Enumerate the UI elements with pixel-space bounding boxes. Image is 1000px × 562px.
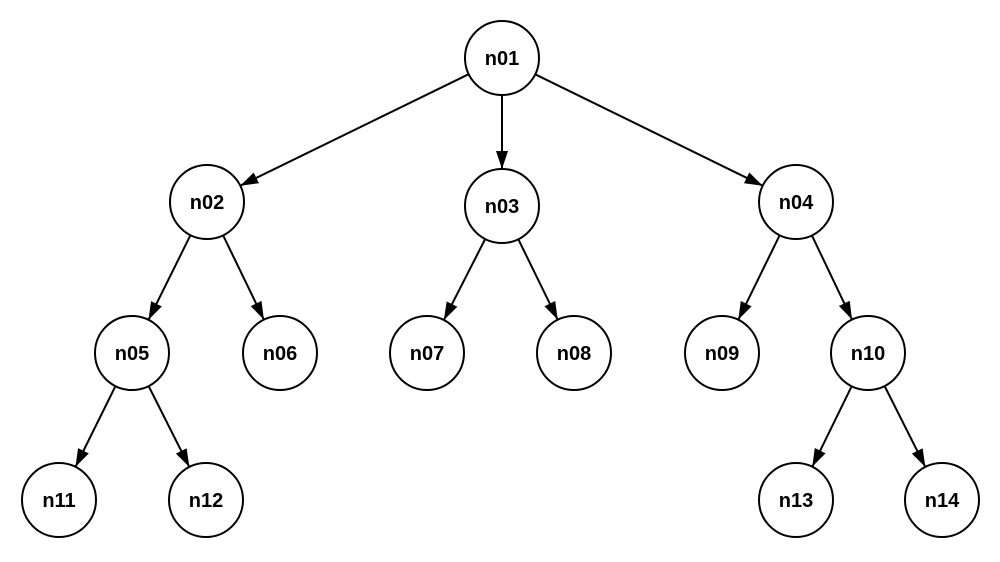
tree-node-n05: n05 — [94, 315, 170, 391]
tree-edge-n04-n09 — [737, 234, 781, 320]
tree-node-label-n03: n03 — [485, 196, 519, 218]
tree-node-n04: n04 — [758, 164, 834, 240]
tree-node-circle-n06 — [242, 315, 318, 391]
tree-node-label-n05: n05 — [115, 343, 149, 365]
tree-node-label-n13: n13 — [779, 490, 813, 512]
tree-edge-n10-n14 — [883, 385, 926, 467]
tree-edge-n01-n04 — [534, 73, 763, 187]
tree-node-n03: n03 — [464, 168, 540, 244]
tree-node-n09: n09 — [684, 315, 760, 391]
tree-node-n07: n07 — [389, 315, 465, 391]
tree-node-circle-n02 — [169, 164, 245, 240]
tree-edge-n01-n02 — [240, 73, 470, 187]
tree-node-n13: n13 — [758, 462, 834, 538]
tree-node-n10: n10 — [830, 315, 906, 391]
tree-node-label-n10: n10 — [851, 343, 885, 365]
nodes-layer: n01 n02 n03 n04 n05 n06 n07 n08 n09 n10 n11 n12 n13 n… — [21, 20, 980, 538]
tree-edge-n02-n05 — [148, 234, 192, 320]
tree-node-circle-n10 — [830, 315, 906, 391]
tree-edge-n03-n08 — [517, 238, 559, 320]
tree-node-label-n12: n12 — [189, 490, 223, 512]
tree-node-label-n07: n07 — [410, 343, 444, 365]
tree-edge-n02-n06 — [222, 234, 265, 320]
tree-edge-n05-n12 — [147, 385, 190, 467]
tree-node-n01: n01 — [464, 20, 540, 96]
tree-node-circle-n01 — [464, 20, 540, 96]
tree-node-label-n04: n04 — [779, 192, 814, 214]
tree-node-label-n01: n01 — [485, 48, 519, 70]
tree-node-circle-n07 — [389, 315, 465, 391]
tree-node-n11: n11 — [21, 462, 97, 538]
tree-node-circle-n12 — [168, 462, 244, 538]
tree-node-n06: n06 — [242, 315, 318, 391]
tree-edge-n10-n13 — [811, 385, 853, 467]
tree-node-label-n08: n08 — [557, 343, 591, 365]
tree-node-circle-n04 — [758, 164, 834, 240]
tree-node-circle-n13 — [758, 462, 834, 538]
tree-edge-n03-n07 — [443, 238, 487, 321]
tree-node-label-n02: n02 — [190, 192, 224, 214]
tree-node-label-n11: n11 — [42, 490, 75, 512]
tree-node-label-n14: n14 — [925, 490, 960, 512]
tree-node-n02: n02 — [169, 164, 245, 240]
tree-node-circle-n05 — [94, 315, 170, 391]
tree-node-n14: n14 — [904, 462, 980, 538]
tree-node-label-n06: n06 — [263, 343, 297, 365]
tree-node-circle-n08 — [536, 315, 612, 391]
tree-edge-n05-n11 — [75, 385, 117, 467]
tree-node-n08: n08 — [536, 315, 612, 391]
tree-node-circle-n03 — [464, 168, 540, 244]
tree-node-circle-n11 — [21, 462, 97, 538]
tree-node-circle-n09 — [684, 315, 760, 391]
tree-edge-n04-n10 — [810, 234, 853, 320]
tree-node-n12: n12 — [168, 462, 244, 538]
tree-node-label-n09: n09 — [705, 343, 739, 365]
edges-layer — [75, 73, 926, 467]
tree-node-circle-n14 — [904, 462, 980, 538]
